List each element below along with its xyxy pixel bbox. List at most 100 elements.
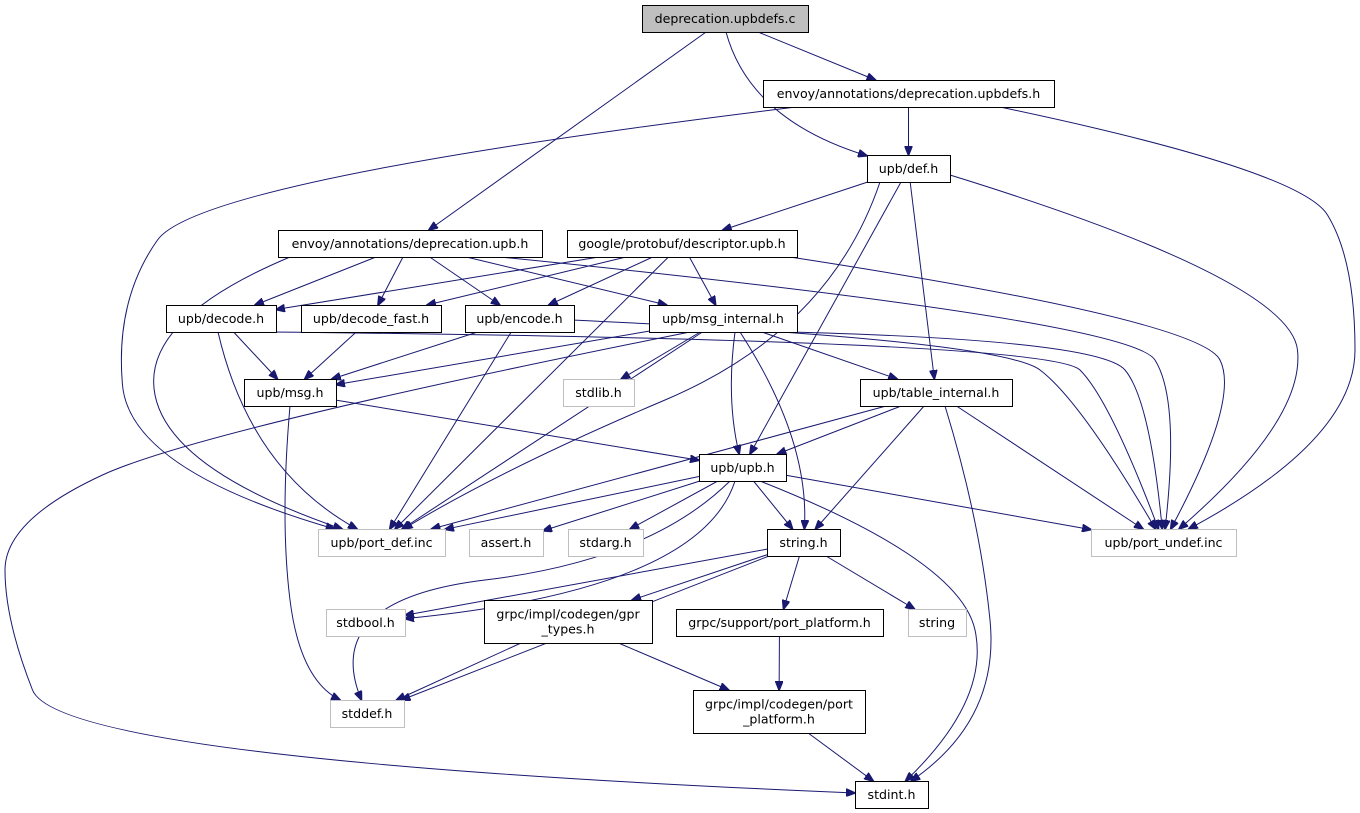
edge-envoy_upb_h-to-upb_msg_internal_h xyxy=(466,256,666,305)
node-label: deprecation.upbdefs.c xyxy=(655,11,796,26)
node-label: upb/port_def.inc xyxy=(331,535,433,550)
edge-upb_decode_h-to-port_def_inc xyxy=(217,331,357,529)
edge-descriptor_upb_h-to-upb_decode_h xyxy=(276,256,600,310)
node-box xyxy=(1091,529,1237,557)
edge-descriptor_upb_h-to-upb_msg_internal_h xyxy=(688,256,715,305)
edge-codegen_port_platform_h-to-stdint_h xyxy=(807,732,873,781)
node-stdlib_h: stdlib.h xyxy=(563,379,635,407)
edge-envoy_upb_h-to-port_def_inc xyxy=(153,256,342,529)
node-box xyxy=(693,690,866,734)
node-upb_decode_h[interactable]: upb/decode.h xyxy=(166,305,277,333)
node-descriptor_upb_h[interactable]: google/protobuf/descriptor.upb.h xyxy=(567,230,798,258)
node-label: grpc/impl/codegen/port xyxy=(705,697,853,712)
node-stdbool_h: stdbool.h xyxy=(326,609,406,637)
node-codegen_port_platform_h[interactable]: grpc/impl/codegen/port_platform.h xyxy=(693,690,866,734)
edges-layer xyxy=(4,31,1356,793)
edge-envoy_upb_h-to-upb_decode_fast_h xyxy=(378,256,404,305)
edge-upb_upb_h-to-stddef_h xyxy=(352,480,731,700)
node-stddef_h: stddef.h xyxy=(330,700,405,728)
node-box xyxy=(318,529,446,557)
node-label: _platform.h xyxy=(742,712,815,727)
edge-upb_msg_internal_h-to-stdint_h xyxy=(4,331,855,793)
edge-upb_def_h-to-port_undef_inc xyxy=(949,174,1299,529)
edge-upb_upb_h-to-stdbool_h xyxy=(405,480,736,619)
edge-upb_table_internal_h-to-string_h xyxy=(815,405,925,529)
node-string: string xyxy=(908,609,967,637)
node-envoy_upb_h[interactable]: envoy/annotations/deprecation.upb.h xyxy=(278,230,543,258)
node-label: upb/port_undef.inc xyxy=(1105,535,1223,550)
edge-upb_decode_fast_h-to-upb_msg_h xyxy=(305,331,357,379)
node-box xyxy=(763,80,1055,108)
node-upb_upb_h[interactable]: upb/upb.h xyxy=(699,454,787,482)
node-box xyxy=(860,379,1013,407)
edge-upb_table_internal_h-to-port_undef_inc xyxy=(956,405,1143,529)
node-upb_msg_h[interactable]: upb/msg.h xyxy=(244,379,337,407)
node-upb_decode_fast_h[interactable]: upb/decode_fast.h xyxy=(301,305,442,333)
node-box xyxy=(767,529,841,557)
edge-descriptor_upb_h-to-port_def_inc xyxy=(395,256,669,529)
node-label: stdarg.h xyxy=(579,535,631,550)
edge-upb_def_h-to-descriptor_upb_h xyxy=(723,181,868,230)
node-label: stddef.h xyxy=(342,706,393,721)
node-label: _types.h xyxy=(541,622,595,637)
node-box xyxy=(465,305,575,333)
node-upb_def_h[interactable]: upb/def.h xyxy=(867,155,951,183)
node-port_def_inc: upb/port_def.inc xyxy=(318,529,446,557)
node-gpr_types_h[interactable]: grpc/impl/codegen/gpr_types.h xyxy=(484,600,653,644)
edge-upb_def_h-to-port_def_inc xyxy=(404,181,881,529)
edge-upb_msg_h-to-upb_upb_h xyxy=(335,399,699,460)
edge-upb_upb_h-to-port_undef_inc xyxy=(785,474,1091,529)
node-label: string xyxy=(919,615,955,630)
node-upb_msg_internal_h[interactable]: upb/msg_internal.h xyxy=(649,305,798,333)
edge-upb_encode_h-to-port_def_inc xyxy=(390,331,512,529)
node-root[interactable]: deprecation.upbdefs.c xyxy=(642,5,809,33)
node-box xyxy=(484,600,653,644)
edge-upb_def_h-to-upb_table_internal_h xyxy=(909,181,934,379)
node-label: upb/encode.h xyxy=(476,311,562,326)
edge-upb_msg_h-to-stddef_h xyxy=(284,405,340,700)
node-box xyxy=(642,5,809,33)
edge-upb_msg_internal_h-to-string_h xyxy=(739,331,805,529)
node-upb_table_internal_h[interactable]: upb/table_internal.h xyxy=(860,379,1013,407)
node-label: upb/decode.h xyxy=(178,311,264,326)
edge-envoy_upb_h-to-port_undef_inc xyxy=(499,256,1172,529)
edge-string_h-to-support_port_platform_h xyxy=(784,555,800,609)
edge-envoy_upbdefs_h-to-port_undef_inc xyxy=(999,106,1356,529)
edge-gpr_types_h-to-codegen_port_platform_h xyxy=(618,642,728,690)
node-box xyxy=(699,454,787,482)
node-label: upb/decode_fast.h xyxy=(313,311,429,326)
edge-upb_upb_h-to-port_def_inc xyxy=(445,476,700,530)
edge-upb_msg_internal_h-to-port_undef_inc xyxy=(789,331,1162,529)
edge-upb_encode_h-to-upb_msg_h xyxy=(332,331,478,379)
edge-upb_upb_h-to-stdint_h xyxy=(759,480,978,781)
node-label: assert.h xyxy=(481,535,532,550)
edge-upb_msg_internal_h-to-stdlib_h xyxy=(621,331,701,379)
node-envoy_upbdefs_h[interactable]: envoy/annotations/deprecation.upbdefs.h xyxy=(763,80,1055,108)
edge-upb_msg_internal_h-to-upb_table_internal_h xyxy=(761,331,897,379)
node-label: upb/upb.h xyxy=(710,460,774,475)
edge-upb_table_internal_h-to-upb_upb_h xyxy=(777,405,902,454)
node-support_port_platform_h[interactable]: grpc/support/port_platform.h xyxy=(676,609,884,637)
node-string_h[interactable]: string.h xyxy=(767,529,841,557)
edge-string_h-to-string xyxy=(825,555,914,609)
node-box xyxy=(326,609,406,637)
node-box xyxy=(908,609,967,637)
node-box xyxy=(649,305,798,333)
edge-envoy_upb_h-to-upb_encode_h xyxy=(429,256,500,305)
edge-upb_decode_h-to-upb_msg_h xyxy=(233,331,278,379)
node-box xyxy=(568,529,644,557)
node-box xyxy=(244,379,337,407)
node-label: grpc/impl/codegen/gpr xyxy=(496,607,640,622)
node-stdint_h[interactable]: stdint.h xyxy=(855,781,929,809)
node-upb_encode_h[interactable]: upb/encode.h xyxy=(465,305,575,333)
edge-upb_table_internal_h-to-stdint_h xyxy=(911,405,992,781)
edge-envoy_upbdefs_h-to-port_def_inc xyxy=(120,106,797,529)
edge-upb_upb_h-to-stdarg_h xyxy=(630,480,719,529)
edge-descriptor_upb_h-to-upb_decode_fast_h xyxy=(427,256,627,305)
node-label: upb/def.h xyxy=(879,161,938,176)
node-label: upb/msg_internal.h xyxy=(662,311,784,326)
edge-descriptor_upb_h-to-upb_encode_h xyxy=(549,256,653,305)
nodes-layer: deprecation.upbdefs.c envoy/annotations/d… xyxy=(166,5,1237,809)
node-label: envoy/annotations/deprecation.upb.h xyxy=(292,236,529,251)
